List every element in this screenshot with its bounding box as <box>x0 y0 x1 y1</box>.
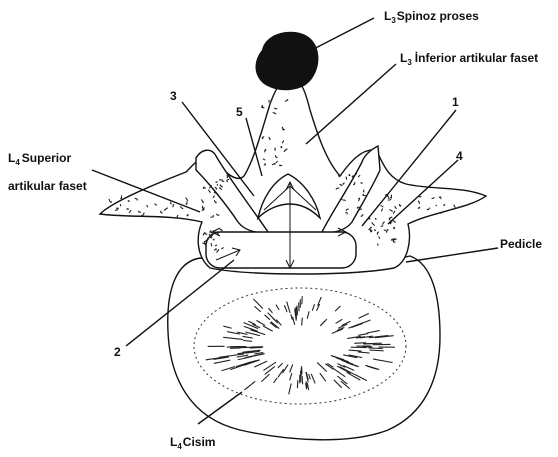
label-pedicle: Pedicle <box>500 237 542 251</box>
trabecular-speck <box>441 212 442 213</box>
number-2: 2 <box>114 345 121 359</box>
trabecular-speck <box>209 234 210 235</box>
vertebral-body <box>168 256 440 440</box>
trabecular-speck <box>459 207 460 208</box>
trabecular-speck <box>215 245 216 246</box>
trabecular-speck <box>279 165 281 166</box>
trabecular-speck <box>171 202 172 204</box>
trabecular-speck <box>211 244 212 246</box>
trabecular-speck <box>349 174 350 175</box>
trabecular-speck <box>361 183 362 184</box>
trabecular-stroke <box>355 343 366 344</box>
label-superior-facet-line2: artikular faset <box>8 179 87 193</box>
trabecular-speck <box>216 182 217 183</box>
trabecular-speck <box>394 228 395 229</box>
number-3: 3 <box>170 89 177 103</box>
trabecular-speck <box>375 230 376 231</box>
trabecular-speck <box>210 231 211 233</box>
trabecular-speck <box>121 196 122 199</box>
trabecular-stroke <box>302 376 303 384</box>
number-4: 4 <box>456 149 463 163</box>
label-spinous-process: L3Spinoz proses <box>384 9 479 25</box>
leader-inferior-facet <box>306 64 396 144</box>
trabecular-speck <box>275 108 277 109</box>
trabecular-speck <box>214 232 216 233</box>
trabecular-speck <box>382 209 383 211</box>
trabecular-speck <box>363 190 364 192</box>
trabecular-speck <box>381 226 383 227</box>
trabecular-speck <box>444 205 445 206</box>
leader-spinous-process <box>300 18 374 56</box>
label-body: L4Cisim <box>170 435 215 451</box>
leader-pedicle <box>406 248 498 262</box>
trabecular-speck <box>360 209 362 210</box>
trabecular-speck <box>263 159 265 160</box>
trabecular-speck <box>388 200 390 201</box>
trabecular-speck <box>215 249 217 250</box>
trabecular-speck <box>128 201 129 202</box>
trabecular-speck <box>205 243 206 245</box>
spinous-process-tip <box>256 32 319 91</box>
trabecular-speck <box>109 199 111 202</box>
trabecular-speck <box>371 230 372 231</box>
trabecular-speck <box>218 233 219 234</box>
trabecular-speck <box>127 209 128 210</box>
trabecular-stroke <box>302 318 303 325</box>
trabecular-speck <box>213 239 214 240</box>
number-5: 5 <box>236 105 243 119</box>
trabecular-stroke <box>370 350 383 351</box>
trabecular-speck <box>375 219 376 220</box>
label-inferior-facet: L3İnferior artikular faset <box>400 50 538 67</box>
trabecular-stroke <box>297 306 298 314</box>
number-1: 1 <box>452 95 459 109</box>
trabecular-speck <box>116 210 118 211</box>
trabecular-speck <box>147 206 148 207</box>
trabecular-speck <box>262 107 264 108</box>
trabecular-speck <box>418 207 419 208</box>
vertebral-canal <box>206 232 356 268</box>
